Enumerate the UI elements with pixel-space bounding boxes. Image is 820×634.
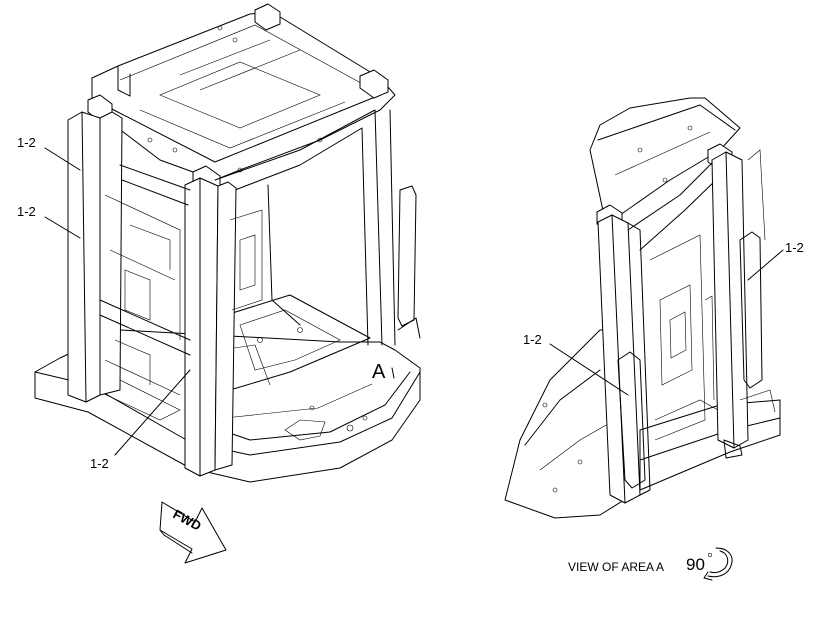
leader-lower [114,369,191,456]
forward-arrow-icon: FWD [159,501,227,564]
area-marker: A [372,361,386,383]
view-caption: VIEW OF AREA A [568,560,664,574]
rotation-arrow-icon [703,547,733,581]
leader-detail-left [549,343,629,396]
area-marker-tick [391,367,395,379]
callout-label-detail-left: 1-2 [523,332,542,347]
detail-view-drawing [504,97,781,519]
leader-detail-right [747,249,784,281]
rotation-angle: 90 [686,555,705,574]
callout-label-mid-left: 1-2 [17,204,36,219]
leader-mid-left [44,216,81,239]
callout-label-detail-right: 1-2 [785,240,804,255]
main-cab-drawing [34,3,421,483]
callout-label-upper-left: 1-2 [17,135,36,150]
callout-label-lower: 1-2 [90,456,109,471]
callout-leaders [44,147,784,456]
leader-upper-left [44,147,81,171]
